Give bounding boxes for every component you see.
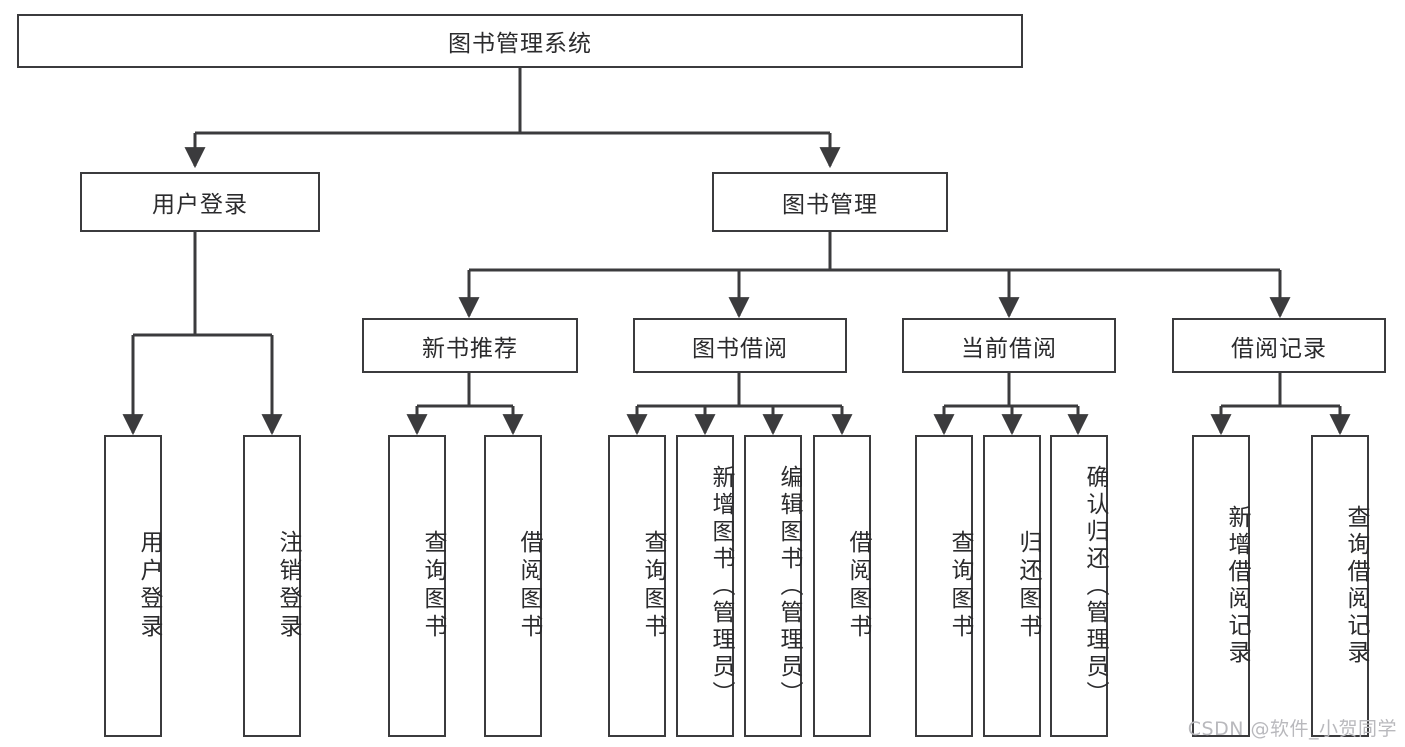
leaf-record-add-record[interactable]: 新增借阅记录 xyxy=(1192,435,1250,737)
node-root-system[interactable]: 图书管理系统 xyxy=(17,14,1023,68)
node-label: 新增图书（管理员） xyxy=(708,464,734,708)
leaf-user-login-login[interactable]: 用户登录 xyxy=(104,435,162,737)
node-label: 借阅图书 xyxy=(516,530,542,642)
node-label: 归还图书 xyxy=(1015,530,1041,642)
leaf-recommend-borrow-book[interactable]: 借阅图书 xyxy=(484,435,542,737)
node-new-book-recommend[interactable]: 新书推荐 xyxy=(362,318,578,373)
leaf-recommend-query-book[interactable]: 查询图书 xyxy=(388,435,446,737)
node-book-borrow[interactable]: 图书借阅 xyxy=(633,318,847,373)
node-label: 新增借阅记录 xyxy=(1224,505,1250,667)
leaf-current-query-book[interactable]: 查询图书 xyxy=(915,435,973,737)
leaf-borrow-borrow-book[interactable]: 借阅图书 xyxy=(813,435,871,737)
node-label: 用户登录 xyxy=(152,192,248,218)
leaf-record-query-record[interactable]: 查询借阅记录 xyxy=(1311,435,1369,737)
node-label: 图书管理系统 xyxy=(448,31,592,57)
node-label: 图书管理 xyxy=(782,192,878,218)
node-label: 确认归还（管理员） xyxy=(1082,464,1108,708)
node-borrow-record[interactable]: 借阅记录 xyxy=(1172,318,1386,373)
node-label: 查询图书 xyxy=(640,530,666,642)
leaf-borrow-query-book[interactable]: 查询图书 xyxy=(608,435,666,737)
node-label: 编辑图书（管理员） xyxy=(776,464,802,708)
leaf-user-login-logout[interactable]: 注销登录 xyxy=(243,435,301,737)
node-user-login[interactable]: 用户登录 xyxy=(80,172,320,232)
node-label: 图书借阅 xyxy=(692,335,788,362)
node-book-management[interactable]: 图书管理 xyxy=(712,172,948,232)
node-label: 借阅记录 xyxy=(1231,335,1327,362)
node-label: 查询图书 xyxy=(420,530,446,642)
node-label: 注销登录 xyxy=(275,530,301,642)
leaf-current-return-book[interactable]: 归还图书 xyxy=(983,435,1041,737)
node-label: 查询借阅记录 xyxy=(1343,505,1369,667)
node-label: 用户登录 xyxy=(136,530,162,642)
leaf-borrow-edit-book[interactable]: 编辑图书（管理员） xyxy=(744,435,802,737)
node-label: 借阅图书 xyxy=(845,530,871,642)
leaf-current-confirm-return[interactable]: 确认归还（管理员） xyxy=(1050,435,1108,737)
node-label: 查询图书 xyxy=(947,530,973,642)
node-current-borrow[interactable]: 当前借阅 xyxy=(902,318,1116,373)
node-label: 新书推荐 xyxy=(422,335,518,362)
leaf-borrow-add-book[interactable]: 新增图书（管理员） xyxy=(676,435,734,737)
node-label: 当前借阅 xyxy=(961,335,1057,362)
